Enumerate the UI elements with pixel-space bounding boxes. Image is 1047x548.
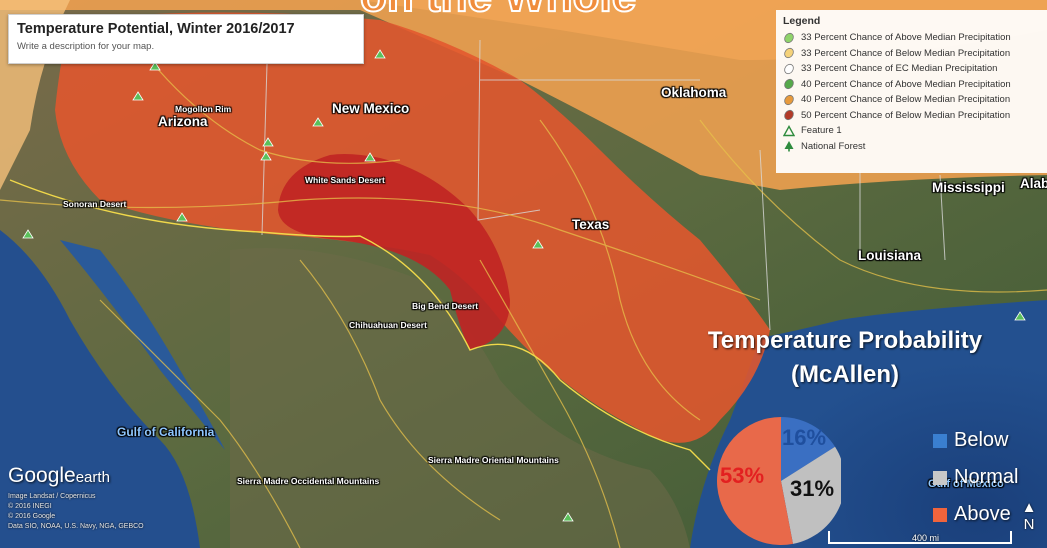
slide-title: on the Whole (359, 0, 637, 22)
national-forest-markers (22, 49, 1026, 522)
legend-item[interactable]: 33 Percent Chance of EC Median Precipita… (783, 61, 1040, 77)
zone-inner-dark-red (278, 154, 510, 350)
scale-bar (828, 531, 1012, 544)
pie-legend-label: Normal (954, 466, 1019, 488)
polygon-icon (784, 94, 794, 105)
tree-icon (260, 151, 272, 161)
pie-legend-above: Above (933, 496, 1018, 533)
map-info-card[interactable]: Temperature Potential, Winter 2016/2017 … (8, 14, 364, 64)
legend-item[interactable]: 33 Percent Chance of Below Median Precip… (783, 46, 1040, 62)
scale-label: 400 mi (912, 533, 940, 543)
tree-icon (149, 61, 161, 71)
polygon-icon (784, 79, 794, 90)
credit-line: © 2016 Google (8, 513, 56, 520)
pie-slice-above (717, 417, 793, 545)
map-title: Temperature Potential, Winter 2016/2017 (17, 21, 295, 37)
north-arrow-icon: ▲ (1021, 499, 1037, 516)
label-louisiana[interactable]: Louisiana (858, 248, 922, 263)
google-wordmark: Google (8, 464, 76, 487)
tree-icon (374, 49, 386, 59)
polygon-icon (784, 48, 794, 59)
north-arrow[interactable]: ▲ N (1015, 499, 1043, 533)
pie-legend-below: Below (933, 422, 1018, 459)
tree-icon (364, 152, 376, 162)
legend-item[interactable]: 40 Percent Chance of Above Median Precip… (783, 77, 1040, 93)
google-earth-logo: Googleearth (8, 464, 110, 488)
tree-icon (532, 239, 544, 249)
label-big-bend[interactable]: Big Bend Desert (412, 301, 479, 311)
credit-line: Image Landsat / Copernicus (8, 493, 96, 500)
legend-item-label: National Forest (801, 140, 866, 152)
pie-legend-label: Below (954, 429, 1009, 451)
credit-line: Data SIO, NOAA, U.S. Navy, NGA, GEBCO (8, 523, 144, 530)
earth-wordmark: earth (75, 469, 110, 486)
swatch-normal (933, 470, 947, 485)
tree-icon (312, 117, 324, 127)
tree-icon (784, 141, 794, 152)
probability-title: Temperature Probability (McAllen) (680, 324, 1010, 392)
tree-icon (1014, 311, 1026, 321)
legend-item-label: Feature 1 (801, 125, 842, 137)
credit-line: © 2016 INEGI (8, 503, 52, 510)
label-chihuahuan[interactable]: Chihuahuan Desert (349, 320, 427, 330)
pie-legend: Below Normal Above (933, 422, 1018, 533)
label-sierra-madre-occidental[interactable]: Sierra Madre Occidental Mountains (237, 476, 380, 486)
swatch-below (933, 433, 947, 448)
pie-legend-normal: Normal (933, 459, 1018, 496)
tree-icon (562, 512, 574, 522)
pie-label-below: 16% (782, 425, 827, 450)
label-white-sands[interactable]: White Sands Desert (305, 175, 385, 185)
legend-item[interactable]: 50 Percent Chance of Below Median Precip… (783, 108, 1040, 124)
legend-items: 33 Percent Chance of Above Median Precip… (783, 30, 1040, 154)
probability-title-line1: Temperature Probability (707, 327, 983, 354)
legend-item[interactable]: National Forest (783, 139, 1040, 155)
triangle-outline-icon (783, 124, 795, 136)
legend-item[interactable]: 40 Percent Chance of Below Median Precip… (783, 92, 1040, 108)
label-new-mexico[interactable]: New Mexico (332, 101, 410, 116)
mexico-terrain (230, 248, 690, 548)
probability-pie-chart (717, 417, 841, 545)
us-mexico-border (9, 179, 711, 471)
label-alabama[interactable]: Alab (1020, 176, 1047, 191)
pie-label-normal: 31% (790, 476, 835, 501)
legend-item-label: 33 Percent Chance of Above Median Precip… (801, 32, 1011, 44)
map-legend: Legend 33 Percent Chance of Above Median… (776, 10, 1047, 173)
polygon-icon (784, 63, 794, 74)
label-mogollon-rim[interactable]: Mogollon Rim (175, 104, 232, 114)
gulf-of-california-water (60, 240, 225, 450)
label-arizona[interactable]: Arizona (158, 114, 208, 129)
legend-item-label: 40 Percent Chance of Above Median Precip… (801, 78, 1011, 90)
tree-icon (176, 212, 188, 222)
state-borders (261, 29, 946, 331)
label-sierra-madre-oriental[interactable]: Sierra Madre Oriental Mountains (428, 455, 559, 465)
north-label: N (1023, 516, 1035, 533)
legend-title: Legend (783, 15, 821, 27)
polygon-icon (784, 32, 794, 43)
pacific-water (0, 230, 200, 548)
tree-icon (262, 137, 274, 147)
pie-label-above: 53% (720, 463, 765, 488)
pie-legend-label: Above (954, 503, 1011, 525)
tree-icon (132, 91, 144, 101)
pie-slice-below (781, 417, 836, 481)
polygon-icon (784, 110, 794, 121)
map-description[interactable]: Write a description for your map. (17, 41, 155, 52)
label-mississippi[interactable]: Mississippi (932, 180, 1005, 195)
pie-slice-normal (781, 446, 841, 544)
legend-item[interactable]: Feature 1 (783, 123, 1040, 139)
imagery-credits: Image Landsat / Copernicus © 2016 INEGI … (8, 492, 144, 532)
label-oklahoma[interactable]: Oklahoma (661, 85, 727, 100)
legend-item[interactable]: 33 Percent Chance of Above Median Precip… (783, 30, 1040, 46)
legend-item-label: 33 Percent Chance of Below Median Precip… (801, 47, 1011, 59)
label-texas[interactable]: Texas (572, 217, 610, 232)
legend-item-label: 50 Percent Chance of Below Median Precip… (801, 109, 1011, 121)
label-sonoran[interactable]: Sonoran Desert (63, 199, 127, 209)
roads (0, 59, 1047, 548)
label-gulf-of-california[interactable]: Gulf of California (117, 425, 215, 439)
legend-item-label: 33 Percent Chance of EC Median Precipita… (801, 63, 998, 75)
swatch-above (933, 507, 947, 522)
probability-title-line2: (McAllen) (791, 361, 899, 388)
legend-item-label: 40 Percent Chance of Below Median Precip… (801, 94, 1011, 106)
tree-icon (22, 229, 34, 239)
